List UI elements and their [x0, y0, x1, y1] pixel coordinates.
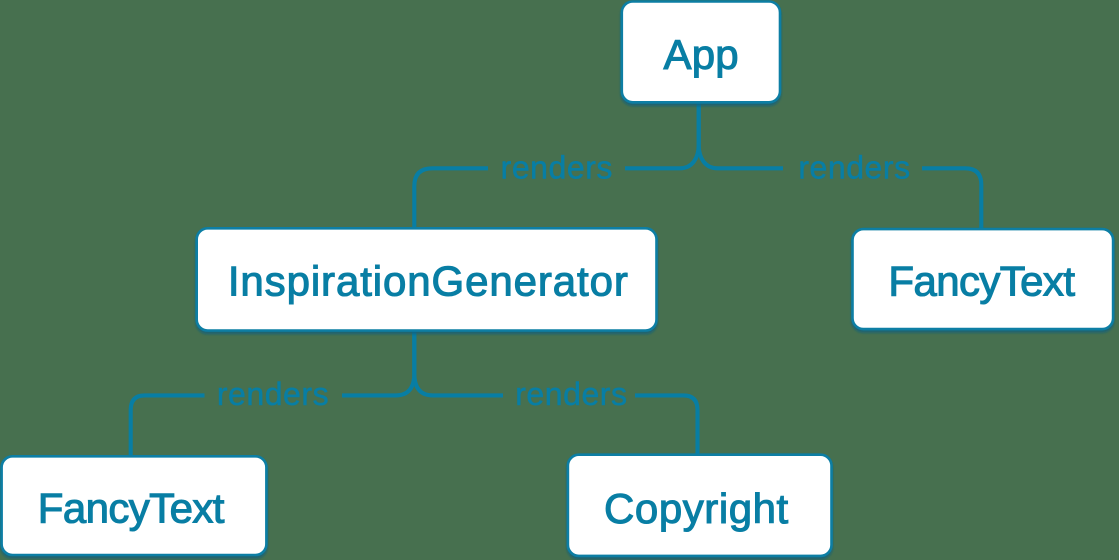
svg-text:Copyright: Copyright: [604, 485, 789, 532]
svg-text:renders: renders: [798, 149, 910, 185]
svg-text:App: App: [664, 31, 739, 78]
svg-text:renders: renders: [501, 149, 613, 185]
svg-text:InspirationGenerator: InspirationGenerator: [228, 257, 629, 304]
svg-text:renders: renders: [217, 376, 329, 412]
svg-text:renders: renders: [515, 376, 627, 412]
svg-text:FancyText: FancyText: [888, 257, 1075, 304]
svg-text:FancyText: FancyText: [38, 484, 225, 531]
